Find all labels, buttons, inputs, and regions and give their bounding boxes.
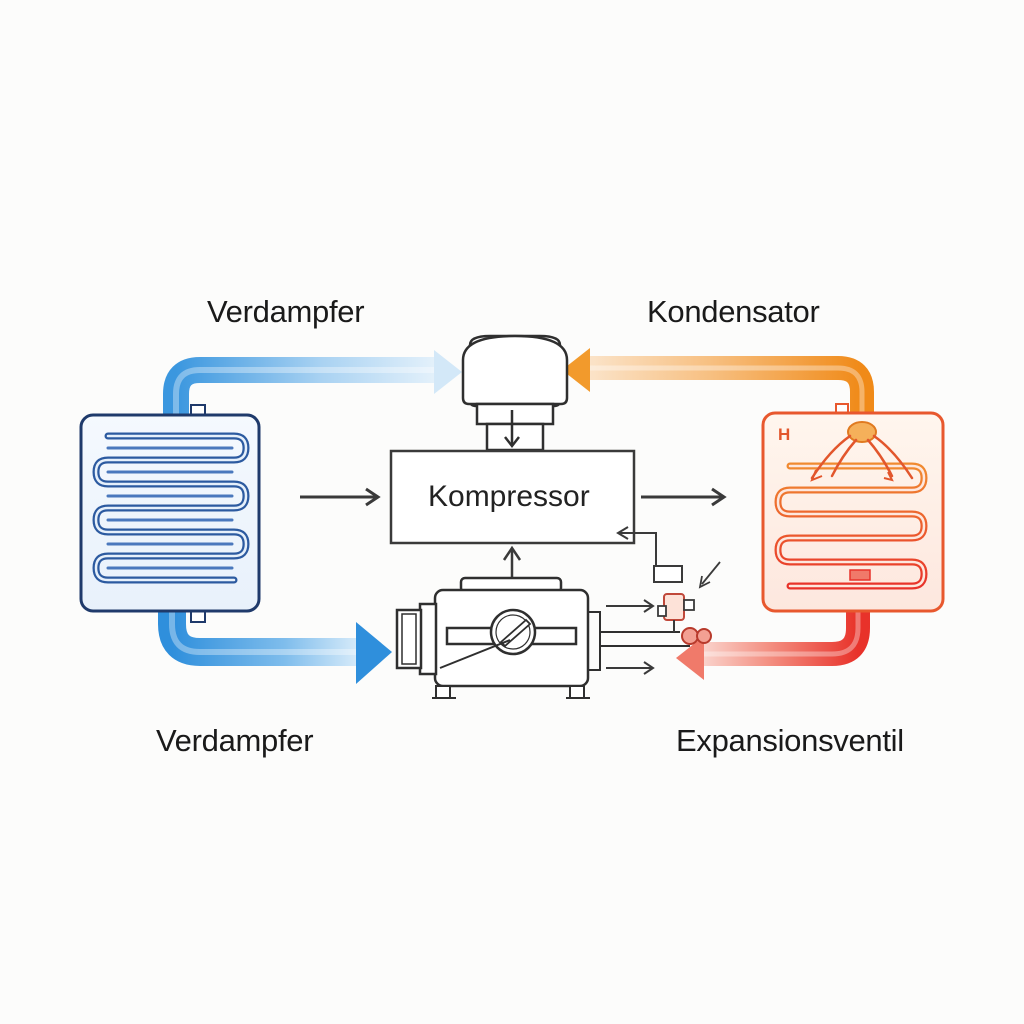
- expansion-valve-icon: [657, 561, 721, 645]
- compressor-head-icon: [461, 334, 569, 452]
- valve-return-line: [616, 526, 683, 583]
- compressor-motor-icon: [395, 576, 690, 699]
- label-verdampfer-bottom: Verdampfer: [156, 723, 314, 758]
- cold-pipe-bottom: [158, 575, 392, 684]
- hot-pipe-top: [562, 348, 874, 420]
- hot-flow-arrowhead-top: [562, 348, 590, 392]
- condenser-coil-icon: [761, 403, 945, 613]
- evaporator-coil-icon: [79, 404, 261, 623]
- label-kondensator: Kondensator: [647, 294, 820, 329]
- cold-pipe-top: [163, 350, 462, 420]
- label-expansionsventil: Expansionsventil: [676, 723, 904, 758]
- hot-flow-arrowhead-bottom: [676, 636, 704, 680]
- flow-arrow-right: [641, 487, 727, 507]
- cold-flow-arrowhead-bottom: [356, 622, 392, 684]
- label-kompressor: Kompressor: [428, 480, 590, 513]
- motor-output-arrows: [606, 599, 655, 675]
- condenser-h-mark: H: [778, 425, 791, 444]
- label-verdampfer-top: Verdampfer: [207, 294, 365, 329]
- kompressor-box: [389, 449, 636, 545]
- flow-arrow-left: [300, 487, 381, 507]
- hot-pipe-bottom: [676, 575, 870, 680]
- cold-flow-arrowhead-top: [434, 350, 462, 394]
